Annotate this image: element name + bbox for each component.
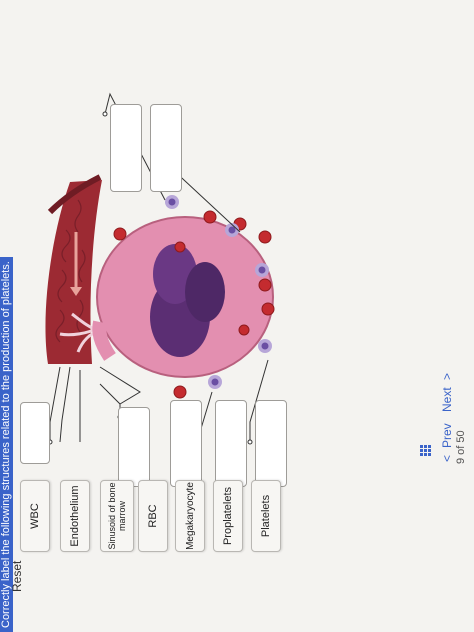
drop-zone-7[interactable] — [150, 104, 182, 192]
label-card-rbc[interactable]: RBC — [138, 480, 168, 552]
label-card-platelets[interactable]: Platelets — [251, 480, 281, 552]
vessel-wall — [45, 180, 102, 364]
drop-zone-2[interactable] — [118, 407, 150, 487]
grid-icon[interactable] — [420, 445, 431, 456]
label-card-text: WBC — [29, 503, 41, 529]
label-card-text: Platelets — [260, 494, 272, 538]
label-card-text: Endothelium — [69, 485, 81, 547]
reset-button[interactable]: Reset — [10, 560, 24, 592]
vessel-texture — [55, 199, 86, 343]
drop-zone-1[interactable] — [20, 402, 50, 464]
label-card-wbc[interactable]: WBC — [20, 480, 50, 552]
label-card-text: Megakaryocyte — [184, 482, 196, 550]
drop-zone-4[interactable] — [215, 400, 247, 487]
current-page: 9 — [455, 457, 467, 464]
rbc-group — [113, 210, 275, 399]
label-card-proplatelets[interactable]: Proplatelets — [213, 480, 243, 552]
drop-zone-3[interactable] — [170, 400, 202, 487]
megakaryocyte-neck — [92, 320, 116, 361]
total-pages: 50 — [455, 430, 467, 443]
label-card-endothelium[interactable]: Endothelium — [60, 480, 90, 552]
label-card-megakaryocyte[interactable]: Megakaryocyte — [175, 480, 205, 552]
chevron-left-icon[interactable]: < — [440, 454, 454, 462]
drop-zone-6[interactable] — [110, 104, 142, 192]
page-indicator: 9 of 50 — [455, 430, 467, 464]
chevron-right-icon[interactable]: > — [440, 372, 454, 380]
vessel-edge — [47, 174, 102, 215]
nucleus-lobe — [185, 262, 225, 322]
wbc-group — [165, 195, 272, 389]
drop-zone-5[interactable] — [255, 400, 287, 487]
prev-button[interactable]: Prev — [440, 423, 454, 448]
label-card-text: Proplatelets — [222, 486, 234, 546]
next-button[interactable]: Next — [440, 387, 454, 412]
flow-arrowhead — [70, 287, 82, 296]
label-card-sinusoid[interactable]: Sinusoid of bone marrow — [100, 480, 134, 552]
of-label: of — [455, 445, 467, 455]
label-card-text: Sinusoid of bone marrow — [107, 482, 127, 550]
label-card-text: RBC — [147, 504, 159, 528]
